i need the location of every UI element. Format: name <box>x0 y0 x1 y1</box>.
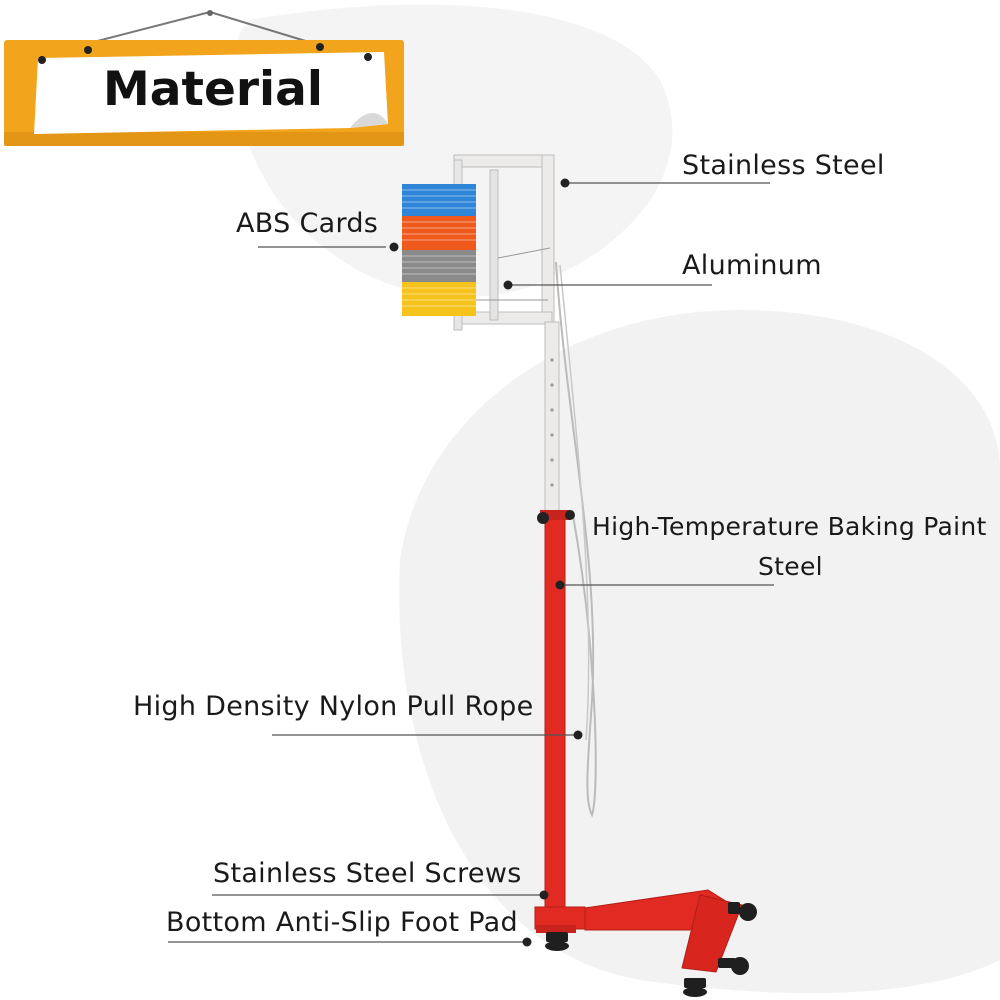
leader-lines <box>168 182 774 943</box>
label-foot-pad: Bottom Anti-Slip Foot Pad <box>166 907 518 938</box>
label-baking-paint-line2: Steel <box>758 552 823 581</box>
label-abs-cards: ABS Cards <box>236 208 379 239</box>
pull-rope <box>555 261 597 818</box>
sign-title: Material <box>103 62 323 117</box>
label-stainless-screws: Stainless Steel Screws <box>213 858 522 889</box>
vertical-jump-tester-icon <box>402 154 757 997</box>
label-baking-paint-line1: High-Temperature Baking Paint <box>592 512 987 541</box>
hanging-wood-sign-icon <box>4 10 404 146</box>
leader-dots <box>389 178 583 947</box>
lock-knob-right <box>565 510 575 520</box>
label-aluminum: Aluminum <box>682 250 822 281</box>
foot-pads <box>545 902 757 997</box>
lock-knob-left <box>537 512 549 524</box>
lower-pole <box>544 511 566 913</box>
background-blob-right <box>399 310 1000 994</box>
label-nylon-rope: High Density Nylon Pull Rope <box>133 691 534 722</box>
base <box>534 889 743 973</box>
label-stainless-steel: Stainless Steel <box>682 150 885 181</box>
pull-rope-2 <box>559 264 590 741</box>
abs-cards <box>402 184 476 316</box>
